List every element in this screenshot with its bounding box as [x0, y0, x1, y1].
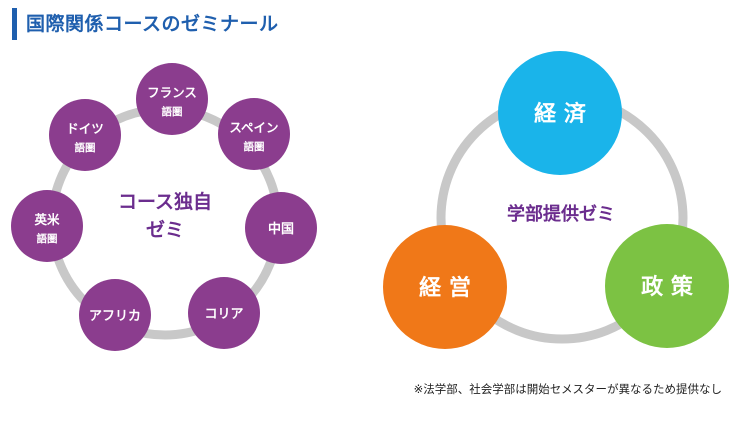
left-center-label-line1: コース独自	[118, 190, 212, 213]
node-label-line1: フランス	[147, 85, 197, 100]
right-center-label: 学部提供ゼミ	[507, 203, 615, 225]
node-label-line1: スペイン	[229, 120, 278, 135]
node-english-speaking: 英米 語圏	[11, 190, 83, 262]
node-label-line1: 英米	[34, 212, 60, 227]
node-label-line1: ドイツ	[66, 121, 104, 136]
node-china: 中国	[245, 192, 317, 264]
node-label-line1: アフリカ	[89, 309, 141, 324]
node-label-line1: コリア	[204, 307, 243, 322]
node-circle	[245, 192, 317, 264]
node-circle	[188, 277, 260, 349]
node-circle	[383, 225, 507, 349]
course-seminar-diagram: コース独自 ゼミ フランス 語圏 スペイン 語圏 中国 コリア アフリカ 英米	[11, 63, 317, 351]
node-circle	[218, 98, 290, 170]
node-label-line2: 語圏	[37, 232, 58, 245]
left-center-label-line2: ゼミ	[146, 218, 184, 241]
node-label-line1: 中国	[268, 221, 294, 237]
node-label: 政 策	[641, 274, 694, 300]
node-circle	[11, 190, 83, 262]
title-accent-bar	[12, 8, 17, 40]
node-french-speaking: フランス 語圏	[136, 63, 208, 135]
node-spanish-speaking: スペイン 語圏	[218, 98, 290, 170]
node-circle	[605, 224, 729, 348]
node-german-speaking: ドイツ 語圏	[49, 99, 121, 171]
node-circle	[498, 51, 622, 175]
node-policy: 政 策	[605, 224, 729, 348]
node-label: 経 営	[419, 275, 471, 301]
node-circle	[136, 63, 208, 135]
node-label: 経 済	[534, 101, 587, 127]
node-circle	[49, 99, 121, 171]
node-label-line2: 語圏	[244, 140, 265, 153]
node-korea: コリア	[188, 277, 260, 349]
node-management: 経 営	[383, 225, 507, 349]
node-label-line2: 語圏	[75, 141, 96, 154]
node-circle	[79, 279, 151, 351]
node-label-line2: 語圏	[162, 105, 183, 118]
footnote: ※法学部、社会学部は開始セメスターが異なるため提供なし	[413, 382, 722, 396]
faculty-seminar-diagram: 学部提供ゼミ 経 済 経 営 政 策	[383, 51, 729, 349]
node-economics: 経 済	[498, 51, 622, 175]
node-africa: アフリカ	[79, 279, 151, 351]
page-title: 国際関係コースのゼミナール	[26, 13, 279, 35]
